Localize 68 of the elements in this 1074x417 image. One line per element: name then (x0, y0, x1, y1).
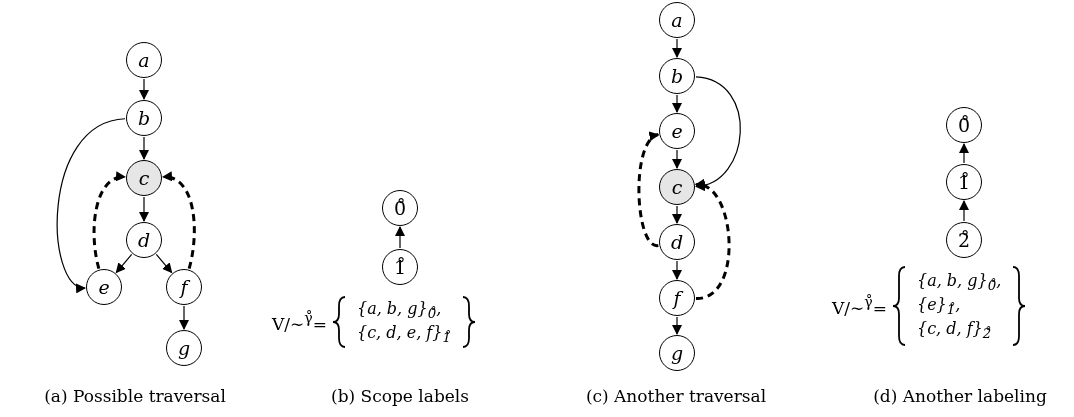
node-label: b (670, 66, 684, 86)
arrow (695, 76, 741, 190)
node-circle (382, 190, 418, 226)
arrow (672, 94, 682, 113)
node-label: c (671, 177, 683, 197)
node-circle (86, 269, 122, 305)
node-circle (659, 280, 695, 316)
arrow (115, 253, 133, 274)
arrow (959, 200, 969, 222)
node-circle (382, 249, 418, 285)
node-label: 0̊ (393, 198, 407, 218)
formula-text: V/∼$^{γ̊}$= (832, 294, 887, 318)
node-circle (126, 222, 162, 258)
set-text: {e}$_{1̊}$, (916, 294, 962, 318)
node-circle (659, 58, 695, 94)
node-label: e (98, 277, 110, 297)
node-label: g (177, 338, 191, 358)
dashed-arrow (161, 172, 196, 270)
arrow (56, 118, 126, 291)
dashed-arrow (694, 181, 731, 301)
caption: (d) Another labeling (873, 386, 1047, 406)
arrow (139, 136, 149, 160)
set-text: {a, b, g}$_{0̊}$, (916, 270, 1002, 293)
node-label: g (670, 343, 684, 363)
node-circle (659, 2, 695, 38)
node-label: d (137, 230, 151, 250)
dashed-arrow (637, 133, 660, 248)
arrow (139, 196, 149, 222)
node-label: a (671, 10, 683, 30)
arrow (672, 149, 682, 169)
node-circle (946, 107, 982, 143)
node-label: d (670, 232, 684, 252)
set-text: {c, d, e, f}$_{1̊}$ (356, 323, 451, 346)
formula-text: V/∼$^{γ̊}$= (272, 310, 327, 334)
node-circle (166, 330, 202, 366)
node-label: 1̊ (957, 172, 971, 192)
arrow (959, 143, 969, 164)
caption: (b) Scope labels (331, 386, 469, 406)
node-circle (659, 224, 695, 260)
set-text: {c, d, f}$_{2̊}$ (916, 319, 993, 342)
node-circle (126, 160, 162, 196)
node-circle (126, 100, 162, 136)
arrow (672, 205, 682, 224)
node-label: c (138, 168, 150, 188)
caption: (c) Another traversal (585, 386, 767, 406)
arrow (155, 253, 173, 274)
node-label: 2̊ (957, 230, 971, 250)
arrow (395, 226, 405, 249)
arrow (672, 38, 682, 58)
arrow (179, 305, 189, 330)
node-label: 0̊ (957, 115, 971, 135)
caption: (a) Possible traversal (44, 386, 226, 406)
node-label: 1̊ (393, 257, 407, 277)
set-text: {a, b, g}$_{0̊}$, (356, 298, 443, 321)
node-circle (659, 113, 695, 149)
node-circle (659, 335, 695, 371)
node-circle (659, 169, 695, 205)
node-circle (946, 222, 982, 258)
node-circle (126, 42, 162, 78)
arrow (672, 316, 682, 335)
dashed-arrow (92, 172, 127, 270)
node-circle (166, 269, 202, 305)
node-circle (946, 164, 982, 200)
arrow (672, 260, 682, 280)
node-label: a (138, 50, 150, 70)
node-label: b (137, 108, 151, 128)
arrow (139, 78, 149, 100)
node-label: e (671, 121, 683, 141)
